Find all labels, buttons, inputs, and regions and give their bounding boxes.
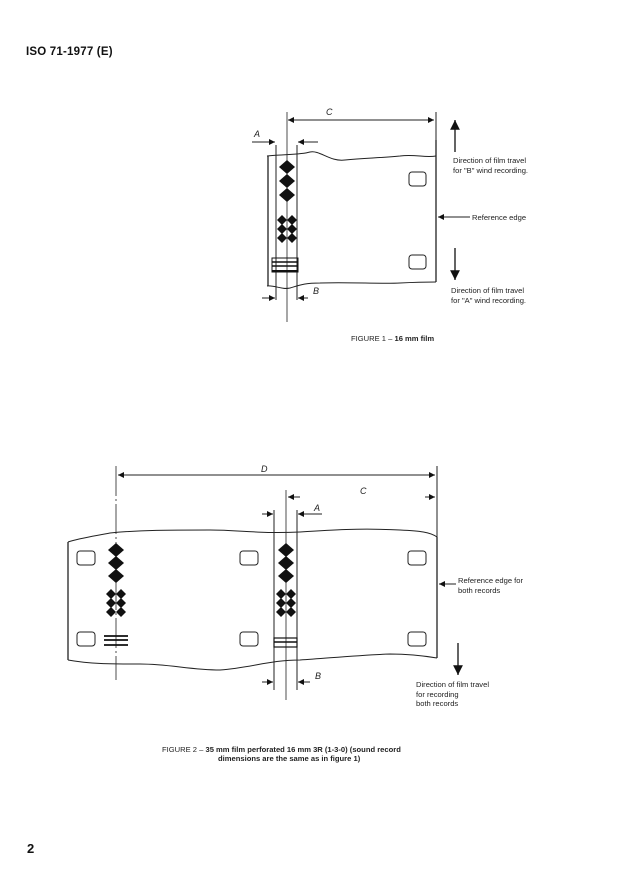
film-strip-16mm — [252, 112, 470, 322]
dimension-a-label: A — [254, 129, 261, 139]
note-line: both records — [458, 585, 501, 595]
sound-record-bars — [271, 257, 299, 273]
note-line: Direction of film travel — [451, 286, 525, 295]
film-bottom-wavy-edge — [67, 653, 438, 671]
note-line: Direction of film travel — [453, 156, 527, 165]
note-line: for "B" wind recording. — [453, 165, 529, 175]
sound-record-diamonds-small — [277, 215, 297, 243]
dimension-c-label: C — [326, 107, 333, 117]
perforation — [408, 254, 427, 270]
reference-edge-both-note: Reference edge for both records — [458, 576, 523, 595]
note-line: both records — [416, 699, 459, 708]
caption-prefix: FIGURE 2 – — [162, 745, 206, 754]
reference-edge-note: Reference edge — [472, 213, 527, 222]
direction-a-note: Direction of film travel for "A" wind re… — [451, 286, 526, 305]
dimension-d-label: D — [261, 464, 268, 474]
perforation — [408, 171, 427, 187]
sound-record-diamonds-left — [106, 543, 126, 617]
sound-record-diamonds-large — [279, 160, 295, 202]
perforation — [407, 631, 427, 647]
note-line: for recording — [416, 689, 459, 699]
note-line: for "A" wind recording. — [451, 295, 527, 305]
dimension-c-label: C — [360, 486, 367, 496]
film-top-wavy-edge — [266, 151, 437, 161]
direction-both-note: Direction of film travel for recording b… — [416, 680, 489, 709]
caption-title: 35 mm film perforated 16 mm 3R (1-3-0) (… — [205, 745, 401, 754]
standard-id-header: ISO 71-1977 (E) — [26, 46, 113, 58]
perforation — [76, 550, 96, 566]
perforation — [407, 550, 427, 566]
film-top-wavy-edge — [67, 528, 438, 543]
caption-title: 16 mm film — [394, 334, 435, 343]
caption-line-1: FIGURE 2 – 35 mm film perforated 16 mm 3… — [162, 745, 401, 754]
page-number: 2 — [27, 841, 35, 856]
note-line: Direction of film travel — [416, 680, 490, 689]
direction-b-note: Direction of film travel for "B" wind re… — [453, 156, 528, 175]
figure-1-caption: FIGURE 1 – 16 mm film — [351, 334, 434, 343]
dimension-b-label: B — [313, 286, 320, 296]
sound-record-diamonds-centre — [276, 543, 296, 617]
caption-prefix: FIGURE 1 – — [351, 334, 395, 343]
note-line: Reference edge for — [458, 576, 524, 585]
sound-record-bars-centre — [273, 637, 298, 648]
dimension-a-label: A — [314, 503, 321, 513]
perforation — [76, 631, 96, 647]
perforation — [239, 550, 259, 566]
dimension-b-label: B — [315, 671, 322, 681]
caption-line-2: dimensions are the same as in figure 1) — [218, 754, 361, 763]
film-bottom-wavy-edge — [266, 281, 437, 289]
sound-record-bars-left — [104, 635, 128, 646]
perforation — [239, 631, 259, 647]
figure-2-caption: FIGURE 2 – 35 mm film perforated 16 mm 3… — [162, 745, 401, 763]
